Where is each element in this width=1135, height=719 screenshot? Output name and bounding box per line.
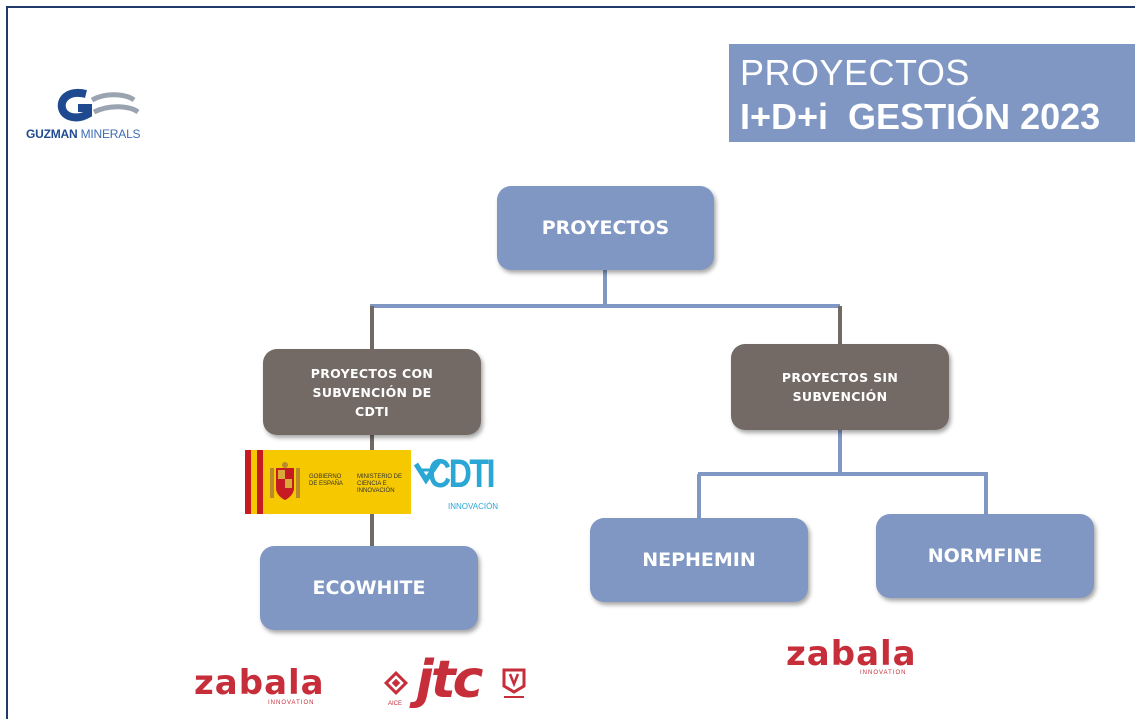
slide-title-line1: PROYECTOS (740, 52, 970, 93)
ministerio-label: MINISTERIO DE CIENCIA E INNOVACIÓN (357, 474, 403, 494)
company-name: GUZMAN MINERALS (26, 127, 141, 141)
aice-label: AICE (388, 701, 403, 707)
node-ecowhite: ECOWHITE (260, 546, 478, 630)
cdti-logo-text: CDTI (428, 452, 495, 496)
slide-frame (6, 6, 1135, 719)
gobierno-label: GOBIERNO DE ESPAÑA (309, 474, 343, 487)
node-proyectos-sin-subvencion: PROYECTOS SIN SUBVENCIÓN (731, 344, 949, 430)
gobierno-espana-logo: GOBIERNO DE ESPAÑA MINISTERIO DE CIENCIA… (245, 450, 411, 514)
zabala-logo-right-sub: INNOVATION (860, 670, 907, 676)
node-nephemin: NEPHEMIN (590, 518, 808, 602)
coat-of-arms-icon (270, 462, 300, 500)
company-name-light: MINERALS (80, 127, 141, 141)
node-normfine: NORMFINE (876, 514, 1094, 598)
aice-diamond-icon (383, 670, 409, 696)
company-name-bold: GUZMAN (26, 127, 78, 141)
slide-title-line2: I+D+i GESTIÓN 2023 (740, 96, 1101, 137)
cdti-check-icon (413, 458, 443, 485)
cdti-logo-subtext: INNOVACIÓN (448, 502, 499, 511)
zabala-logo-right: zabala (786, 634, 917, 674)
zabala-logo-left: zabala (194, 663, 325, 703)
guzman-minerals-logo-icon (57, 89, 140, 122)
zabala-logo-left-sub: INNOVATION (268, 700, 315, 706)
node-proyectos: PROYECTOS (497, 186, 714, 270)
title-band (729, 44, 1135, 142)
university-crest-icon (502, 668, 526, 698)
jtc-logo: jtc (416, 650, 483, 710)
node-proyectos-con-subvencion: PROYECTOS CON SUBVENCIÓN DE CDTI (263, 349, 481, 435)
